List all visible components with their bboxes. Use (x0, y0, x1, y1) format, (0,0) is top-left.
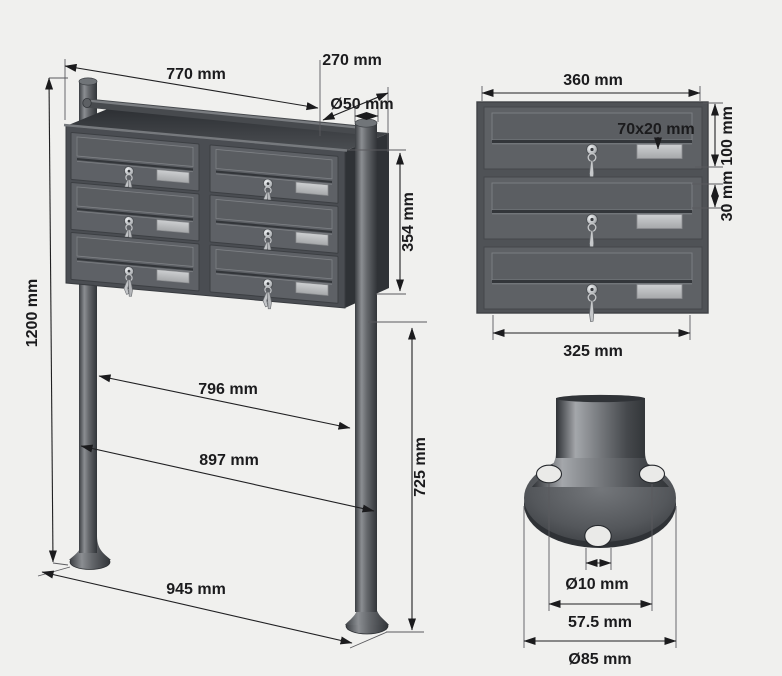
dim-label-posts-inner-span: 796 mm (198, 381, 258, 398)
dim-label-posts-outer-span: 897 mm (199, 452, 259, 469)
dim-depth: 270 mm (322, 52, 389, 152)
dim-label-door-height: 100 mm (719, 106, 736, 166)
dim-label-base-span: 945 mm (166, 581, 226, 598)
dim-label-hole-spacing: 57.5 mm (568, 614, 632, 631)
isometric-view: 770 mm 270 mm Ø50 mm 354 mm 1200 mm (24, 52, 429, 649)
dim-label-slot-height: 30 mm (719, 171, 736, 222)
dim-label-module-width: 360 mm (563, 72, 623, 89)
dim-base-plate-diameter: Ø85 mm (523, 506, 677, 668)
dim-label-depth: 270 mm (322, 52, 382, 69)
base-plate-view: Ø10 mm 57.5 mm Ø85 mm (523, 394, 677, 668)
dim-label-base-plate-diameter: Ø85 mm (568, 651, 631, 668)
box-front-face (65, 125, 346, 316)
dim-overall-width: 770 mm (64, 59, 321, 136)
anchor-hole-right (638, 464, 666, 484)
dim-box-height: 354 mm (347, 149, 417, 295)
dim-posts-inner-span: 796 mm (98, 374, 351, 430)
dim-slot-height: 30 mm (692, 171, 736, 222)
dim-posts-outer-span: 897 mm (80, 444, 375, 513)
post-cylinder (532, 394, 669, 487)
dim-label-post-clearance-height: 725 mm (412, 437, 429, 497)
dim-base-span: 945 mm (37, 566, 388, 649)
dim-hole-spacing: 57.5 mm (548, 484, 653, 631)
dim-module-width: 360 mm (481, 72, 701, 101)
dim-label-door-width: 325 mm (563, 343, 623, 360)
box-top-face (66, 108, 389, 151)
dim-label-anchor-hole-diameter: Ø10 mm (565, 576, 628, 593)
dim-post-diameter: Ø50 mm (330, 96, 394, 122)
dim-post-clearance-height: 725 mm (368, 321, 429, 633)
anchor-hole-front (584, 524, 612, 548)
dim-label-post-diameter: Ø50 mm (330, 96, 393, 113)
box-lid-edge (63, 123, 348, 152)
anchor-hole-left (535, 464, 563, 484)
dim-label-box-height: 354 mm (400, 192, 417, 252)
dim-nameplate-size: 70x20 mm (617, 121, 695, 150)
mailbox-box (63, 108, 389, 316)
dim-door-height: 100 mm (695, 102, 736, 168)
front-view: 360 mm 70x20 mm 100 mm 30 mm 325 mm (476, 72, 736, 360)
dim-label-total-height: 1200 mm (24, 279, 41, 348)
anchor-holes (535, 464, 666, 548)
dim-label-overall-width: 770 mm (166, 66, 226, 83)
dim-door-width: 325 mm (492, 315, 691, 360)
dim-total-height: 1200 mm (24, 77, 69, 566)
dim-anchor-hole-diameter: Ø10 mm (565, 548, 629, 593)
dim-label-nameplate-size: 70x20 mm (617, 121, 694, 138)
